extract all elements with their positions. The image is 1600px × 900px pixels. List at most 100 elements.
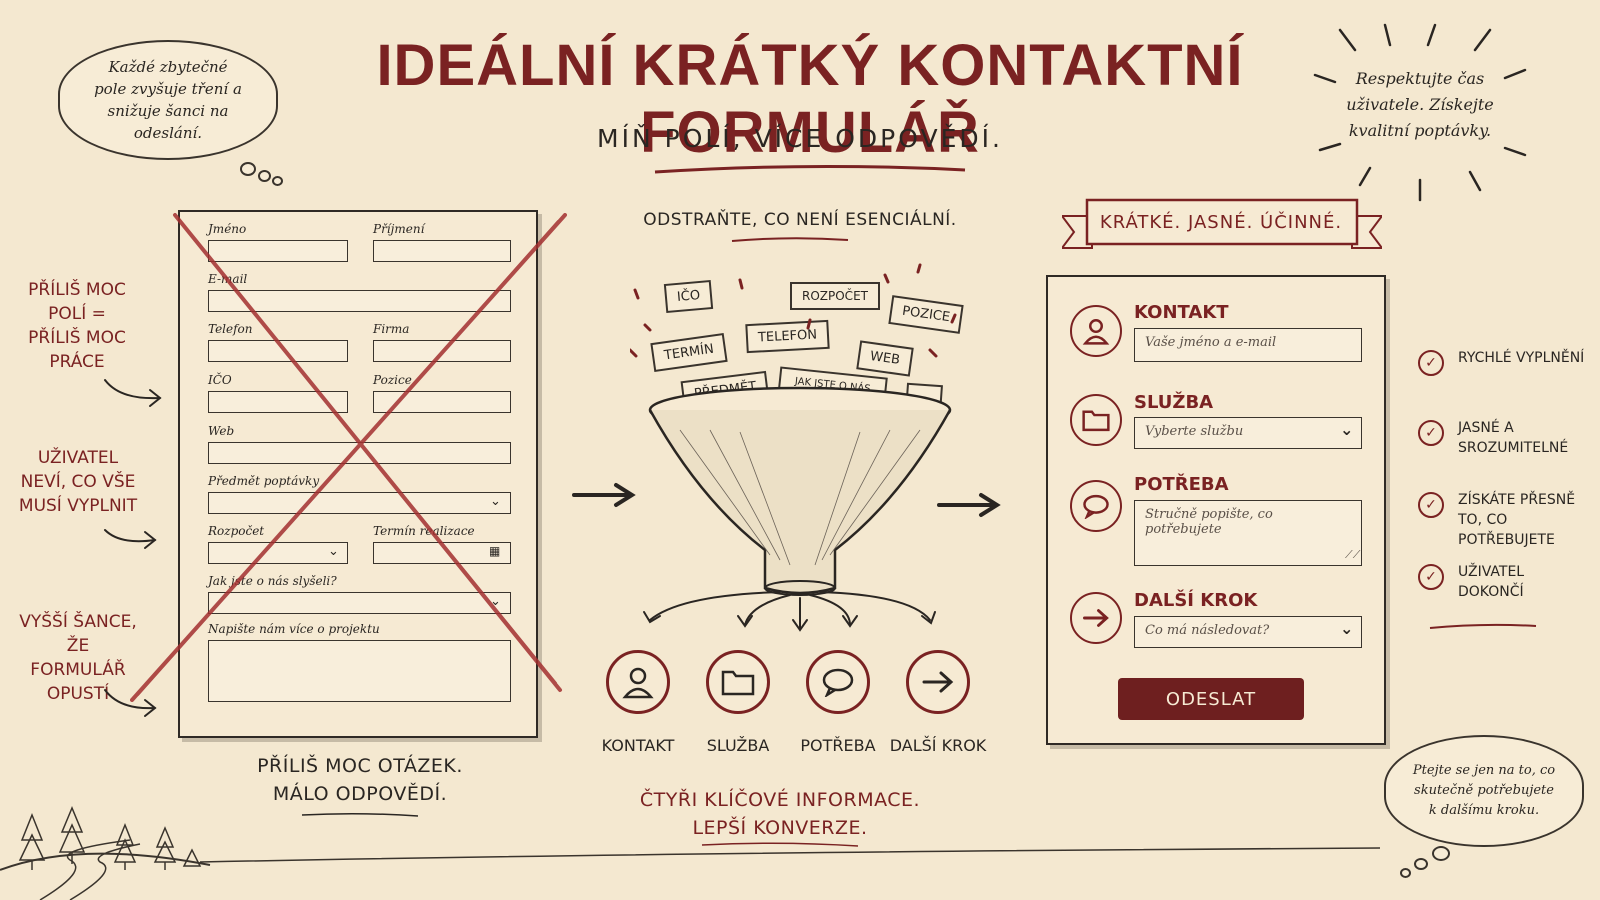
speech-bubble-icon bbox=[1083, 494, 1109, 519]
cloud-puff bbox=[272, 176, 283, 186]
benefit-4: UŽIVATEL DOKONČÍ bbox=[1458, 564, 1525, 600]
folder-icon bbox=[721, 670, 755, 696]
cloud-left-text: Každé zbytečné pole zvyšuje tření a sniž… bbox=[94, 58, 242, 142]
check-circle-icon: ✓ bbox=[1418, 564, 1444, 590]
input-email[interactable] bbox=[208, 290, 511, 312]
cloud-puff bbox=[1432, 846, 1450, 861]
need-textarea[interactable]: Stručně popište, co potřebujete bbox=[1134, 500, 1362, 566]
cloud-puff bbox=[1400, 868, 1411, 878]
step-label-next: DALŠÍ KROK bbox=[889, 736, 987, 755]
arrow-right-icon bbox=[1083, 609, 1109, 627]
cloud-puff bbox=[240, 162, 256, 176]
funnel-caption-line-2: LEPŠÍ KONVERZE. bbox=[692, 817, 868, 839]
cloud-puff bbox=[258, 170, 271, 182]
label-predmet: Předmět poptávky bbox=[208, 474, 320, 488]
chevron-down-icon: ⌄ bbox=[1340, 420, 1354, 439]
thought-cloud-bottom-right: Ptejte se jen na to, co skutečně potřebu… bbox=[1384, 735, 1584, 847]
submit-button[interactable]: ODESLAT bbox=[1118, 678, 1304, 720]
section-label-contact: KONTAKT bbox=[1134, 302, 1229, 323]
page-subtitle: MÍŇ POLÍ, VÍCE ODPOVĚDÍ. bbox=[597, 124, 1003, 153]
funnel-caption-line-1: ČTYŘI KLÍČOVÉ INFORMACE. bbox=[639, 789, 921, 811]
long-caption-underline bbox=[301, 812, 419, 817]
funnel-caption-underline bbox=[701, 842, 859, 847]
contact-input[interactable]: Vaše jméno a e-mail bbox=[1134, 328, 1362, 362]
label-ico: IČO bbox=[208, 373, 232, 387]
step-label-need: POTŘEBA bbox=[800, 736, 876, 755]
input-ico[interactable] bbox=[208, 391, 348, 413]
service-select[interactable]: Vyberte službu bbox=[1134, 417, 1362, 449]
input-pozice[interactable] bbox=[373, 391, 511, 413]
left-note-arrows bbox=[104, 379, 162, 717]
burst-lines bbox=[1313, 23, 1527, 202]
benefits-underline bbox=[1429, 623, 1537, 629]
label-prijmeni: Příjmení bbox=[373, 222, 425, 236]
label-pozice: Pozice bbox=[373, 373, 412, 387]
tag-rozpocet: Rozpočet bbox=[790, 282, 880, 310]
label-web: Web bbox=[208, 424, 235, 438]
step-next-circle bbox=[906, 650, 970, 714]
select-rozpocet[interactable] bbox=[208, 542, 348, 564]
left-note-3: VYŠŠÍ ŠANCE, ŽE FORMULÁŘ OPUSTÍ bbox=[19, 612, 137, 704]
arrow-right-icon bbox=[937, 493, 1001, 517]
textarea-projekt[interactable] bbox=[208, 640, 511, 702]
step-contact-circle bbox=[606, 650, 670, 714]
label-telefon: Telefon bbox=[208, 322, 253, 336]
folder-icon bbox=[1082, 410, 1110, 432]
page-title: IDEÁLNÍ KRÁTKÝ KONTAKTNÍ FORMULÁŘ bbox=[376, 33, 1244, 165]
chevron-down-icon: ⌄ bbox=[490, 494, 501, 509]
arrow-right-icon bbox=[572, 483, 636, 507]
step-service-circle bbox=[706, 650, 770, 714]
long-caption-line-1: PŘÍLIŠ MOC OTÁZEK. bbox=[257, 755, 463, 777]
service-icon-circle bbox=[1070, 394, 1122, 446]
ribbon-banner bbox=[1062, 198, 1382, 249]
funnel-heading-underline bbox=[731, 237, 849, 242]
next-step-select[interactable]: Co má následovat? bbox=[1134, 616, 1362, 648]
label-jmeno: Jméno bbox=[208, 222, 247, 236]
step-label-contact: KONTAKT bbox=[601, 736, 675, 755]
cloud-bottom-right-text: Ptejte se jen na to, co skutečně potřebu… bbox=[1412, 763, 1556, 818]
contact-icon-circle bbox=[1070, 305, 1122, 357]
input-jmeno[interactable] bbox=[208, 240, 348, 262]
left-note-2: UŽIVATEL NEVÍ, CO VŠE MUSÍ VYPLNIT bbox=[18, 448, 138, 516]
landscape-sketch bbox=[0, 806, 1381, 900]
long-form-fields: Jméno Příjmení E-mail Telefon Firma IČO … bbox=[178, 210, 538, 738]
confetti-marks bbox=[630, 263, 957, 358]
input-prijmeni[interactable] bbox=[373, 240, 511, 262]
section-label-next: DALŠÍ KROK bbox=[1134, 590, 1258, 611]
left-note-1: PŘÍLIŠ MOC POLÍ = PŘÍLIŠ MOC PRÁCE bbox=[28, 280, 126, 372]
speech-bubble-icon bbox=[822, 668, 854, 697]
banner-text: KRÁTKÉ. JASNÉ. ÚČINNÉ. bbox=[1099, 212, 1343, 233]
section-label-need: POTŘEBA bbox=[1134, 474, 1229, 495]
label-napiste: Napište nám více o projektu bbox=[208, 622, 380, 636]
next-icon-circle bbox=[1070, 592, 1122, 644]
benefit-3: ZÍSKÁTE PŘESNĚ TO, CO POTŘEBUJETE bbox=[1458, 492, 1576, 548]
benefit-1: RYCHLÉ VYPLNĚNÍ bbox=[1458, 350, 1585, 366]
chevron-down-icon: ⌄ bbox=[1340, 619, 1354, 638]
select-jak[interactable] bbox=[208, 592, 511, 614]
step-need-circle bbox=[806, 650, 870, 714]
benefit-2: JASNÉ A SROZUMITELNÉ bbox=[1458, 420, 1569, 456]
user-icon bbox=[622, 667, 654, 699]
benefits-list: ✓ RYCHLÉ VYPLNĚNÍ ✓ JASNÉ A SROZUMITELNÉ… bbox=[1418, 350, 1588, 630]
note-right-top: Respektujte čas uživatele. Získejte kval… bbox=[1346, 69, 1494, 140]
funnel-heading: ODSTRAŇTE, CO NENÍ ESENCIÁLNÍ. bbox=[643, 210, 957, 230]
red-x-cross bbox=[130, 213, 567, 702]
need-icon-circle bbox=[1070, 480, 1122, 532]
cloud-puff bbox=[1414, 858, 1428, 870]
resize-handle-icon: ⟋⟋ bbox=[1345, 548, 1361, 561]
check-circle-icon: ✓ bbox=[1418, 420, 1444, 446]
section-label-service: SLUŽBA bbox=[1134, 392, 1214, 413]
user-icon bbox=[1082, 319, 1110, 345]
label-rozpocet: Rozpočet bbox=[208, 524, 265, 538]
label-termin: Termín realizace bbox=[373, 524, 475, 538]
subtitle-underline bbox=[654, 164, 966, 174]
thought-cloud-left: Každé zbytečné pole zvyšuje tření a sniž… bbox=[58, 40, 278, 160]
chevron-down-icon: ⌄ bbox=[490, 594, 501, 609]
long-caption-line-2: MÁLO ODPOVĚDÍ. bbox=[272, 783, 448, 805]
funnel-icon bbox=[643, 386, 952, 632]
long-form-caption: PŘÍLIŠ MOC OTÁZEK. MÁLO ODPOVĚDÍ. bbox=[210, 752, 510, 808]
check-circle-icon: ✓ bbox=[1418, 350, 1444, 376]
select-predmet[interactable] bbox=[208, 492, 511, 514]
funnel-caption: ČTYŘI KLÍČOVÉ INFORMACE. LEPŠÍ KONVERZE. bbox=[620, 786, 940, 842]
calendar-icon: ▦ bbox=[489, 544, 501, 558]
